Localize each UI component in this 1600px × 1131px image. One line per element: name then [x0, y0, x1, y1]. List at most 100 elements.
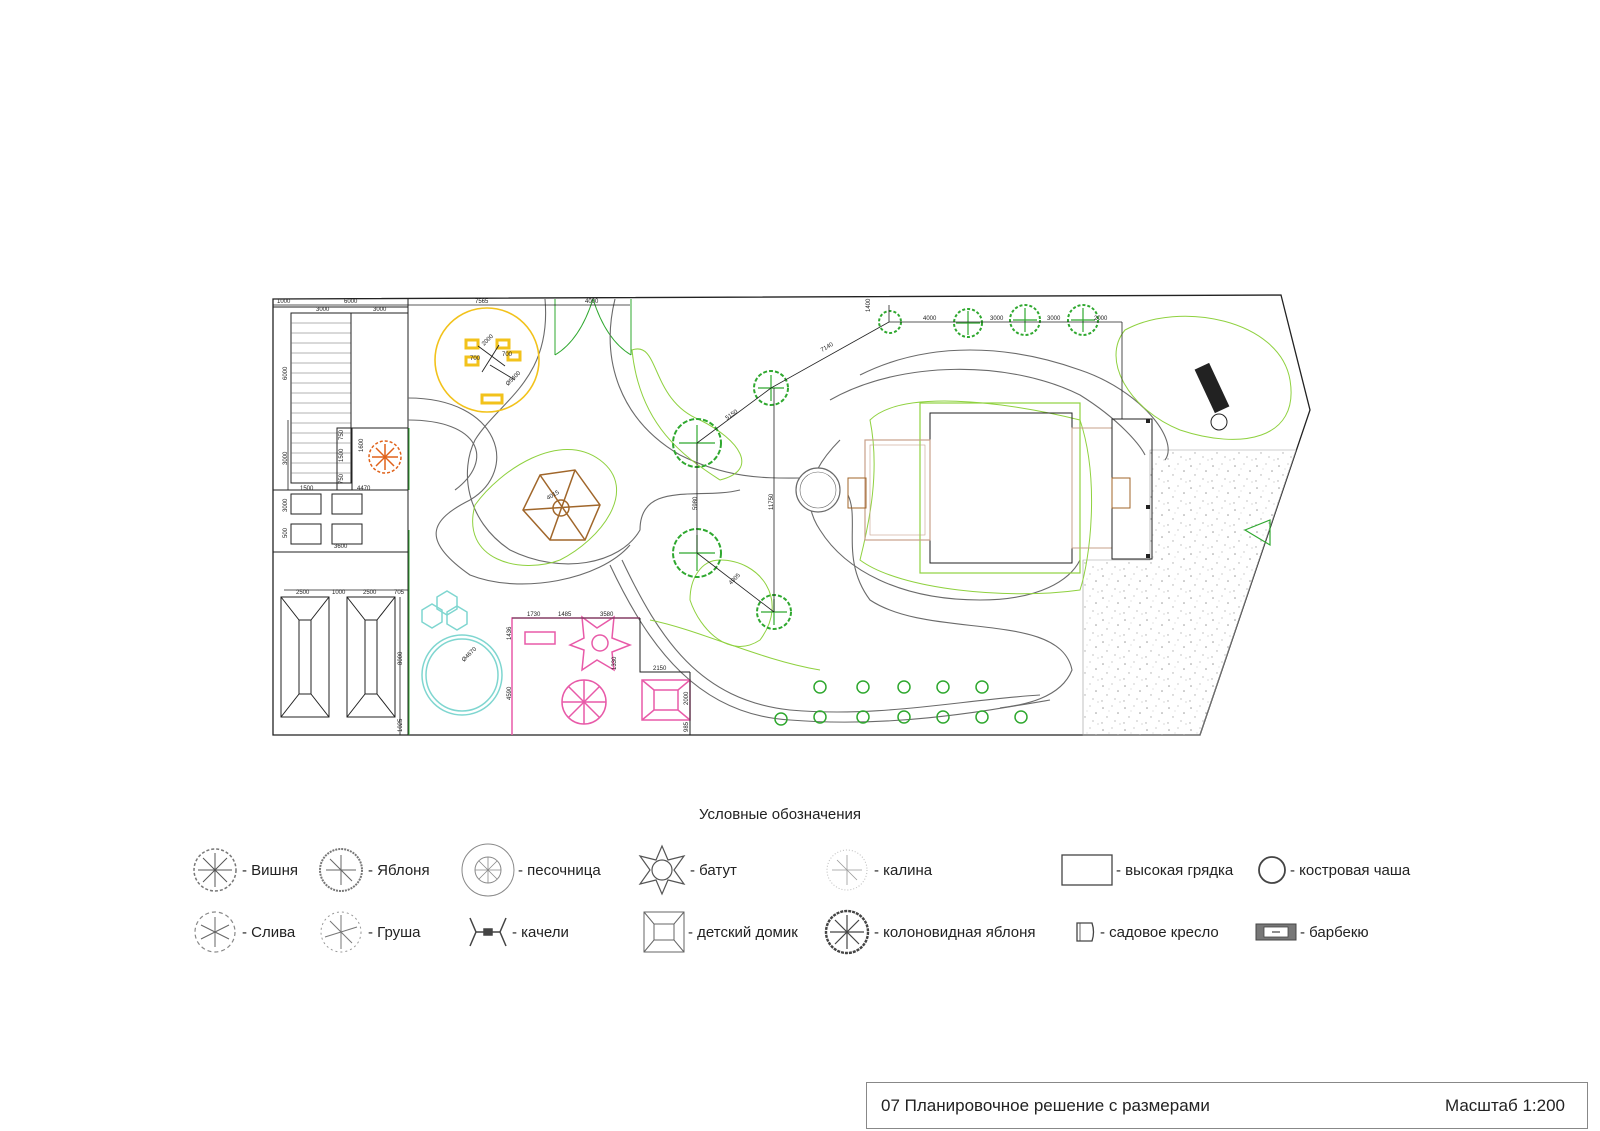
legend-garden-chair: - садовое кресло	[1074, 907, 1219, 957]
dim-label: 4905	[728, 572, 742, 586]
dim-label: 6000	[283, 366, 289, 380]
dim-label: 4000	[923, 316, 937, 322]
legend-label: - колоновидная яблоня	[874, 923, 1036, 941]
garden-chair-icon	[1076, 922, 1095, 942]
dim-label: 3000	[316, 307, 330, 313]
dim-label: 2000	[481, 333, 495, 347]
legend-label: - Груша	[368, 923, 421, 941]
gravel-area	[1082, 449, 1297, 736]
legend-label: - садовое кресло	[1100, 923, 1219, 941]
orange-tree	[368, 440, 402, 474]
dim-label: 700	[502, 352, 513, 358]
pink-playground	[511, 615, 691, 735]
left-buildings	[273, 299, 409, 735]
central-circle	[795, 467, 841, 513]
dim-label: 3000	[283, 451, 289, 465]
dim-label: 3600	[334, 544, 348, 550]
dim-label: 3000	[990, 316, 1004, 322]
legend-cherry: - Вишня	[190, 845, 298, 895]
legend-label: - высокая грядка	[1116, 861, 1234, 879]
dim-label: Ø4670	[461, 646, 478, 663]
dim-label: 7140	[820, 342, 835, 354]
dim-label: 705	[394, 590, 405, 596]
swing-icon	[469, 917, 507, 947]
pear-icon	[320, 911, 362, 953]
legend-playhouse: - детский домик	[642, 907, 798, 957]
dim-label: 1330	[612, 656, 618, 670]
legend-pear: - Груша	[316, 907, 421, 957]
dim-label: 700	[470, 356, 481, 362]
dim-label: 3580	[600, 612, 614, 618]
legend-label: - Вишня	[242, 861, 298, 879]
legend-trampoline: - батут	[636, 844, 737, 896]
legend-plum: - Слива	[190, 907, 295, 957]
dim-label: 2000	[1094, 316, 1108, 322]
dim-label: 4000	[585, 299, 599, 305]
dim-label: 4590	[507, 686, 513, 700]
dim-label: 1600	[359, 438, 365, 452]
legend-viburnum: - калина	[822, 845, 932, 895]
play-area-yellow	[434, 307, 540, 413]
dim-label: 1500	[339, 448, 345, 462]
dim-label: 7565	[475, 299, 489, 305]
drawing-scale: Масштаб 1:200	[1445, 1095, 1565, 1115]
dim-label: 1436	[507, 626, 513, 640]
legend-label: - Слива	[242, 923, 296, 941]
gazebo	[522, 469, 601, 541]
dim-label: 8000	[398, 651, 404, 665]
dim-label: 1000	[332, 590, 346, 596]
dim-label: 1025	[398, 718, 404, 732]
legend-label: - батут	[690, 861, 737, 879]
dim-label: 3000	[283, 498, 289, 512]
house-structure	[847, 402, 1153, 574]
legend-label: - барбекю	[1300, 923, 1369, 941]
legend-swing: - качели	[466, 907, 569, 957]
title-block: 07 Планировочное решение с размерами Мас…	[866, 1082, 1588, 1129]
legend-label: - детский домик	[688, 923, 798, 941]
dim-label: 11750	[769, 493, 775, 510]
dim-label: 3000	[373, 307, 387, 313]
dim-label: 1500	[300, 486, 314, 492]
legend-title: Условные обозначения	[698, 806, 862, 823]
bench-area	[1194, 362, 1271, 547]
legend-fire-bowl: - костровая чаша	[1256, 845, 1410, 895]
plum-icon	[194, 911, 236, 953]
shed-roof-2	[346, 596, 396, 718]
dim-label: 4470	[357, 486, 371, 492]
dim-label: 3000	[1047, 316, 1061, 322]
dim-label: 500	[283, 527, 289, 538]
dim-label: 2500	[296, 590, 310, 596]
cherry-icon	[193, 848, 237, 892]
dim-label: 750	[339, 429, 345, 440]
fire-bowl-icon	[1258, 856, 1286, 884]
legend-raised-bed: - высокая грядка	[1060, 845, 1233, 895]
shed-roof-1	[280, 596, 330, 718]
drawing-title: 07 Планировочное решение с размерами	[881, 1095, 1210, 1115]
legend-sandbox: - песочница	[460, 843, 601, 897]
legend-label: - калина	[874, 861, 933, 879]
legend-bbq: - барбекю	[1254, 907, 1369, 957]
legend-label: - Яблоня	[368, 861, 430, 879]
legend-label: - костровая чаша	[1290, 861, 1411, 879]
columnar-apple-icon	[824, 909, 870, 955]
dim-label: 2000	[684, 691, 690, 705]
apple-tree-icon	[319, 848, 363, 892]
legend-label: - песочница	[518, 861, 601, 879]
small-shrubs	[774, 680, 1028, 726]
trampoline-icon	[638, 844, 686, 896]
dim-label: 5150	[725, 409, 740, 422]
viburnum-icon	[826, 849, 868, 891]
dim-label: 1485	[558, 612, 572, 618]
dim-label: 5980	[693, 496, 699, 510]
dim-label: 1730	[527, 612, 541, 618]
legend-apple: - Яблоня	[316, 845, 430, 895]
playhouse-icon	[643, 911, 685, 953]
dim-label: 985	[684, 721, 690, 732]
cyan-zone	[421, 590, 503, 716]
dim-label: Ø5400	[505, 370, 522, 387]
legend-columnar-apple: - колоновидная яблоня	[822, 907, 1036, 957]
garden-paths	[407, 298, 1169, 723]
bbq-icon	[1255, 923, 1297, 941]
raised-bed-icon	[1061, 854, 1113, 886]
dim-label: 750	[339, 473, 345, 484]
